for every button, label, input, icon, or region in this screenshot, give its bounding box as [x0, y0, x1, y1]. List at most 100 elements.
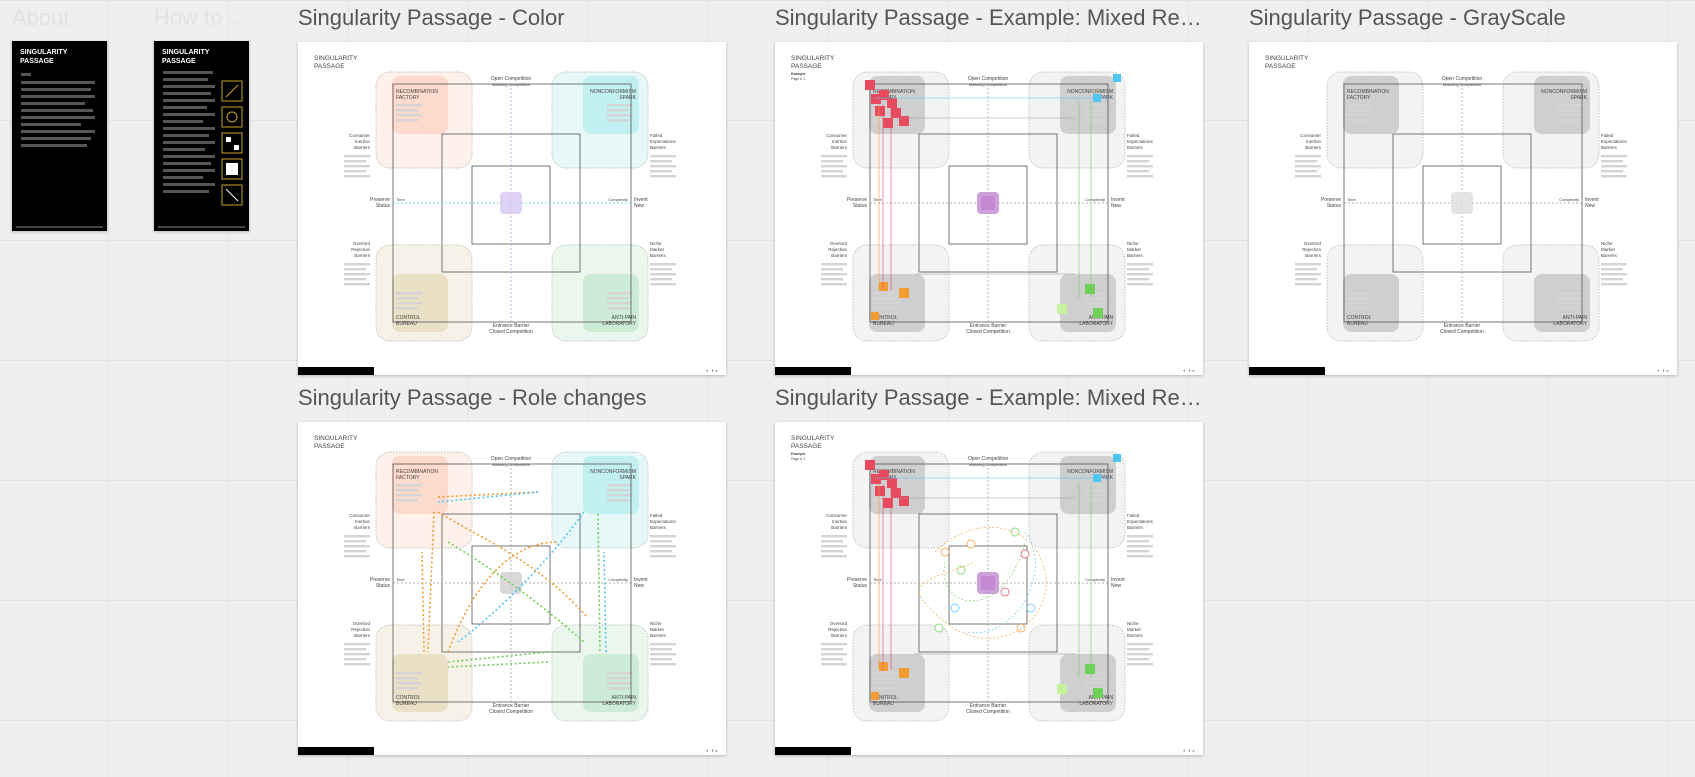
diagram-heading: PASSAGE: [791, 443, 822, 450]
frame-title-about[interactable]: About: [12, 5, 70, 30]
side-barrier-label: Inertion: [1306, 139, 1322, 144]
label-preserve-status: Status: [376, 583, 391, 589]
quadrant-control-bureau-label: CONTROL: [396, 315, 421, 321]
example-page: Page # 1: [791, 457, 805, 461]
label-maturing-competition: Maturing Competition: [492, 82, 530, 87]
label-preserve-status: Preserve: [847, 577, 867, 583]
frame-title-how-to[interactable]: How to ...: [154, 5, 247, 30]
label-maturing-competition: Maturing Competition: [492, 462, 530, 467]
side-barrier-label: Expectations: [1127, 519, 1154, 524]
example-label: Example: [791, 452, 805, 456]
label-preserve-status: Preserve: [847, 197, 867, 203]
quadrant-nonconformism-spark-label: NONCONFORMISM: [590, 89, 636, 95]
label-maturing-competition: Maturing Competition: [1443, 82, 1481, 87]
label-preserve-status: Status: [853, 203, 868, 209]
label-closed-competition: Closed Competition: [1440, 329, 1484, 335]
quadrant-control-bureau-label: CONTROL: [396, 695, 421, 701]
side-barrier-label: Overlord: [353, 241, 371, 246]
label-complexity-axis: Complexity: [608, 577, 628, 582]
frame-title-mixed-reality-1[interactable]: Singularity Passage - Example: Mixed Rea…: [775, 5, 1205, 30]
label-invent-new: Invent: [1111, 577, 1125, 583]
quadrant-recombination-factory-label: FACTORY: [396, 95, 420, 101]
side-barrier-label: Consumer: [349, 133, 370, 138]
label-maturing-competition: Maturing Competition: [969, 82, 1007, 87]
label-invent-new: New: [1585, 203, 1595, 209]
side-barrier-label: Barriers: [831, 145, 848, 150]
quadrant-control-bureau-label: BUREAU: [873, 701, 894, 707]
quadrant-recombination-factory-label: RECOMBINATION: [396, 469, 438, 475]
side-barrier-label: Inertion: [355, 139, 371, 144]
example-label: Example: [791, 72, 805, 76]
frame-title-color[interactable]: Singularity Passage - Color: [298, 5, 565, 30]
side-barrier-label: Expectations: [650, 519, 677, 524]
label-complexity-axis: Complexity: [1559, 197, 1579, 202]
side-barrier-label: Niche: [650, 241, 662, 246]
frame-title-mixed-reality-2[interactable]: Singularity Passage - Example: Mixed Rea…: [775, 385, 1205, 410]
side-barrier-label: Barriers: [1305, 253, 1322, 258]
quadrant-nonconformism-spark-label: SPARK: [619, 475, 636, 481]
label-preserve-status: Preserve: [370, 577, 390, 583]
singularity-diagram: SINGULARITYPASSAGERECOMBINATIONFACTORYNO…: [1249, 55, 1669, 375]
diagram-footer-bar: [775, 367, 851, 375]
label-time-axis: Time: [873, 197, 883, 202]
label-open-competition: Open Competition: [491, 76, 532, 82]
diagram-heading: SINGULARITY: [314, 55, 358, 62]
side-barrier-label: Market: [650, 627, 665, 632]
label-complexity-axis: Complexity: [1085, 577, 1105, 582]
label-invent-new: Invent: [634, 577, 648, 583]
side-barrier-label: Consumer: [826, 513, 847, 518]
side-barrier-label: Rejection: [351, 627, 370, 632]
side-barrier-label: Barriers: [354, 253, 371, 258]
side-barrier-label: Market: [1601, 247, 1616, 252]
label-maturing-competition: Maturing Competition: [969, 462, 1007, 467]
label-time-axis: Time: [873, 577, 883, 582]
side-barrier-label: Barriers: [1127, 253, 1144, 258]
side-barrier-label: Inertion: [832, 519, 848, 524]
side-barrier-label: Rejection: [351, 247, 370, 252]
label-preserve-status: Status: [1327, 203, 1342, 209]
side-barrier-label: Consumer: [1300, 133, 1321, 138]
side-barrier-label: Barriers: [650, 633, 667, 638]
frame-title-role-changes[interactable]: Singularity Passage - Role changes: [298, 385, 647, 410]
diagram-heading: SINGULARITY: [1265, 55, 1309, 62]
side-barrier-label: Market: [1127, 627, 1142, 632]
side-barrier-label: Inertion: [355, 519, 371, 524]
diagram-footer-bar: [298, 747, 374, 755]
label-entrance-barrier: Entrance Barrier: [493, 703, 530, 709]
quadrant-control-bureau-label: CONTROL: [873, 315, 898, 321]
label-invent-new: New: [634, 203, 644, 209]
label-closed-competition: Closed Competition: [489, 329, 533, 335]
side-barrier-label: Barriers: [1601, 253, 1618, 258]
label-preserve-status: Preserve: [370, 197, 390, 203]
how-to-icons: [221, 80, 243, 206]
footer-icons: ◐ ◑ ◒: [706, 368, 718, 374]
frame-title-grayscale[interactable]: Singularity Passage - GrayScale: [1249, 5, 1566, 30]
side-barrier-label: Rejection: [828, 247, 847, 252]
footer-icons: ◐ ◑ ◒: [1183, 748, 1195, 754]
side-barrier-label: Failed: [650, 513, 663, 518]
label-open-competition: Open Competition: [968, 76, 1009, 82]
label-invent-new: Invent: [634, 197, 648, 203]
side-barrier-label: Consumer: [349, 513, 370, 518]
quadrant-anti-pain-laboratory-label: ANTI-PAIN: [1563, 315, 1588, 321]
quadrant-anti-pain-laboratory-label: LABORATORY: [1079, 321, 1113, 327]
diagram-footer-bar: [775, 747, 851, 755]
label-time-axis: Time: [396, 577, 406, 582]
side-barrier-label: Overlord: [1304, 241, 1322, 246]
side-barrier-label: Barriers: [354, 145, 371, 150]
side-barrier-label: Failed: [1127, 513, 1140, 518]
label-open-competition: Open Competition: [491, 456, 532, 462]
label-closed-competition: Closed Competition: [966, 709, 1010, 715]
side-barrier-label: Barriers: [831, 253, 848, 258]
side-barrier-label: Barriers: [650, 253, 667, 258]
example-page: Page # 1: [791, 77, 805, 81]
